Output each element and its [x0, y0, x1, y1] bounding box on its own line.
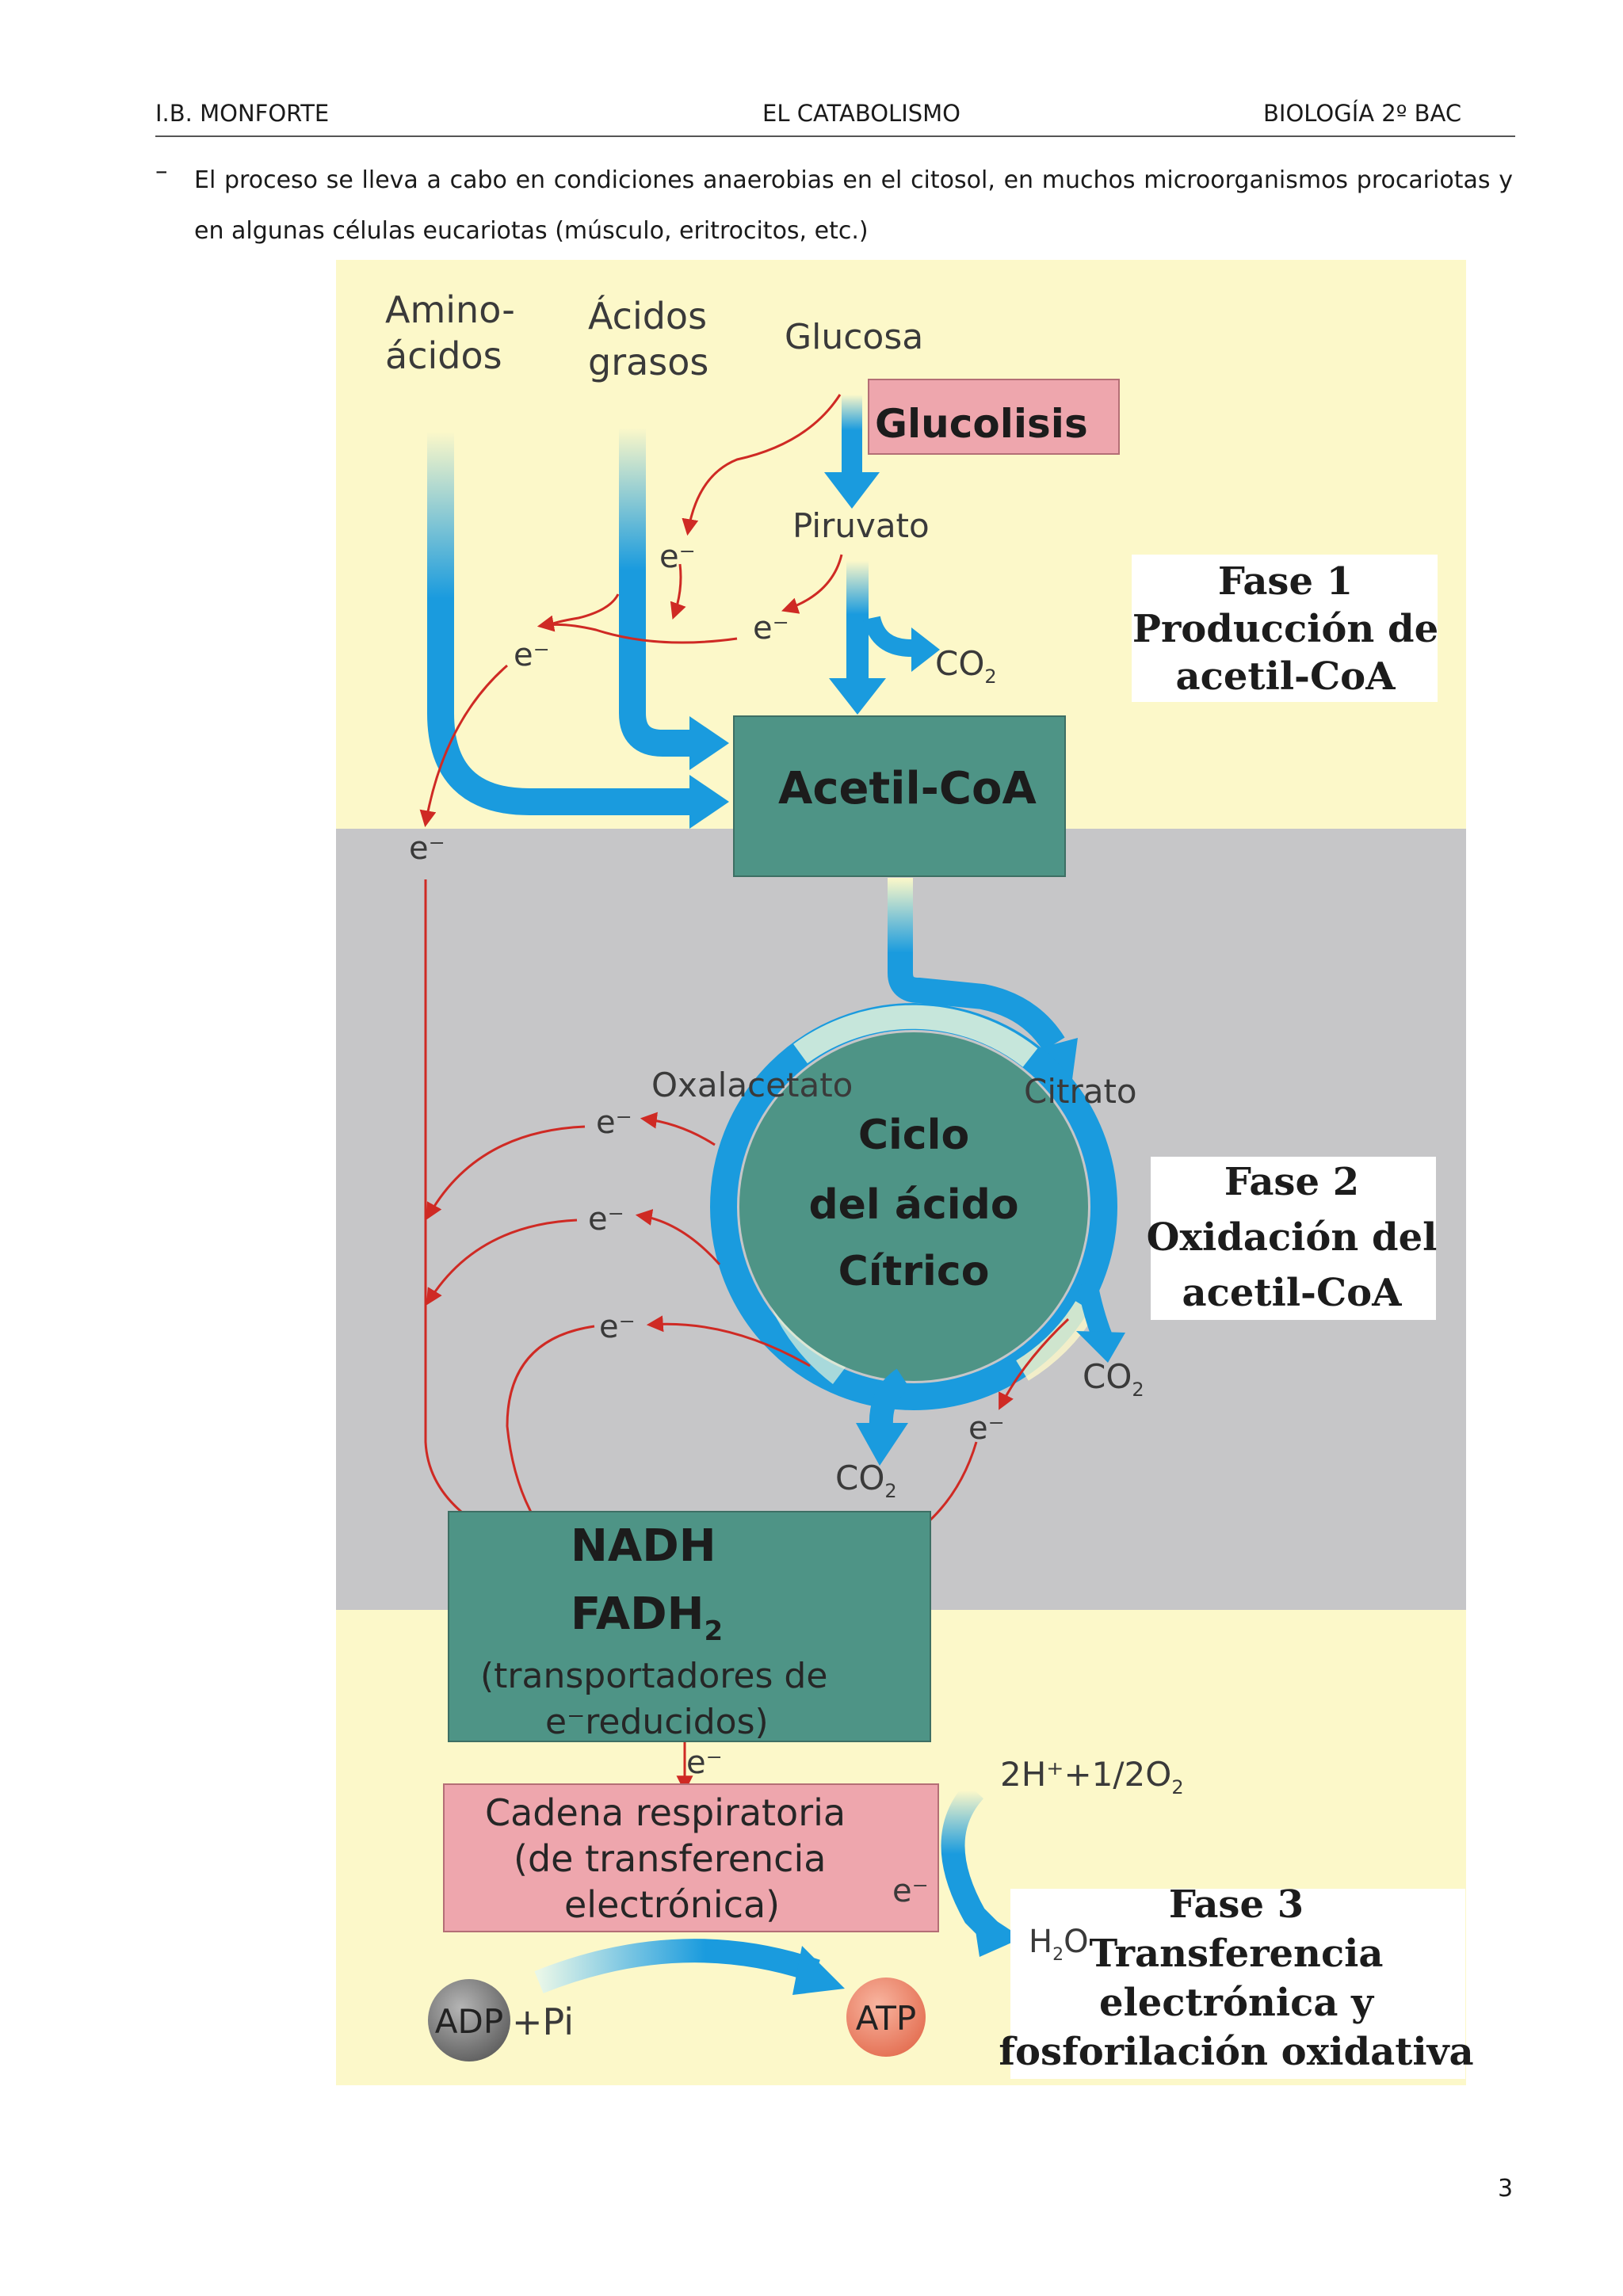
- label-cycle-2: del ácido: [808, 1181, 1018, 1229]
- label-acetyl-coa: Acetil-CoA: [778, 763, 1037, 814]
- electron-label-1: e⁻: [659, 539, 696, 575]
- phase3-label-bg: [1010, 1889, 1465, 2079]
- phase2-line2: Oxidación del: [1147, 1215, 1438, 1260]
- label-oxaloacetate: Oxalacetato: [651, 1066, 853, 1104]
- co2-release-arrow-2: [1076, 1281, 1125, 1363]
- header-rule: [155, 135, 1515, 137]
- electron-label-7: e⁻: [599, 1309, 636, 1345]
- label-glucose: Glucosa: [785, 317, 923, 357]
- electron-label-10: e⁻: [892, 1873, 929, 1909]
- phase2-title: Fase 2: [1224, 1160, 1359, 1204]
- label-fatty-2: grasos: [588, 341, 708, 383]
- phase2-line3: acetil-CoA: [1182, 1271, 1403, 1315]
- electron-label-5: e⁻: [596, 1104, 632, 1141]
- co2-label-2: CO2: [1083, 1357, 1144, 1401]
- phase3-title: Fase 3: [1169, 1882, 1304, 1927]
- electron-label-4: e⁻: [409, 830, 445, 867]
- electron-label-6: e⁻: [588, 1201, 624, 1238]
- oxygen-to-water-arrow: [941, 1782, 1022, 1957]
- label-pi: +Pi: [512, 2000, 574, 2043]
- label-pyruvate: Piruvato: [792, 506, 930, 545]
- header-topic: EL CATABOLISMO: [762, 100, 961, 127]
- label-chain-2: (de transferencia: [514, 1837, 826, 1880]
- label-fadh2: FADH2: [571, 1589, 723, 1647]
- page-number: 3: [1498, 2175, 1514, 2203]
- label-nadh: NADH: [571, 1520, 716, 1572]
- phase3-line3: electrónica y: [1099, 1981, 1375, 2025]
- phase1-label-bg: [1132, 555, 1438, 702]
- co2-label-3: CO2: [835, 1459, 897, 1502]
- label-aminoacids-2: ácidos: [385, 334, 502, 377]
- electron-label-9: e⁻: [686, 1745, 723, 1781]
- electron-label-3: e⁻: [514, 637, 550, 673]
- svg-text:CO2: CO2: [835, 1459, 897, 1502]
- label-aminoacids-1: Amino-: [385, 288, 515, 331]
- svg-text:H2O: H2O: [1029, 1924, 1089, 1965]
- header-school: I.B. MONFORTE: [155, 100, 330, 127]
- label-adp: ADP: [435, 2002, 503, 2041]
- bullet-dash: –: [155, 157, 168, 185]
- citric-cycle-core: [739, 1032, 1088, 1381]
- phase2-label-bg: [1151, 1157, 1436, 1320]
- atp-ball: [846, 1978, 926, 2057]
- co2-label-1: CO2: [935, 644, 997, 688]
- co2-release-arrow-3: [856, 1368, 911, 1466]
- label-oxygen: 2H⁺+1/2O2: [1000, 1755, 1184, 1798]
- label-chain-1: Cadena respiratoria: [485, 1791, 846, 1834]
- label-cycle-1: Ciclo: [858, 1112, 969, 1159]
- label-glycolysis: Glucolisis: [875, 401, 1088, 447]
- carriers-box: [448, 1511, 931, 1742]
- svg-text:2H⁺+1/2O2: 2H⁺+1/2O2: [1000, 1755, 1184, 1798]
- label-water: H2O: [1029, 1924, 1089, 1965]
- phase1-title: Fase 1: [1218, 559, 1353, 604]
- glycolysis-arrow: [824, 395, 880, 509]
- respiratory-chain-box: [443, 1783, 939, 1932]
- phase3-line4: fosforilación oxidativa: [999, 2030, 1473, 2074]
- phase3-line2: Transferencia: [1089, 1932, 1383, 1976]
- adp-ball: [428, 1979, 510, 2061]
- header-subject: BIOLOGÍA 2º BAC: [1263, 100, 1462, 127]
- label-carriers-desc-1: (transportadores de: [480, 1656, 827, 1696]
- fattyacid-arrow: [619, 428, 729, 770]
- electron-label-8: e⁻: [968, 1410, 1005, 1447]
- aminoacid-arrow: [427, 432, 729, 829]
- phase1-line2: Producción de: [1132, 607, 1438, 651]
- citric-cycle-ring: [710, 1003, 1117, 1410]
- label-atp: ATP: [856, 1999, 916, 2038]
- svg-text:CO2: CO2: [1083, 1357, 1144, 1401]
- label-fatty-1: Ácidos: [588, 295, 707, 338]
- intro-paragraph: El proceso se lleva a cabo en condicione…: [194, 166, 1513, 245]
- electron-label-2: e⁻: [753, 610, 789, 646]
- label-carriers-desc-2: e⁻reducidos): [545, 1702, 769, 1742]
- co2-release-arrow-1: [863, 616, 940, 672]
- label-chain-3: electrónica): [564, 1883, 780, 1926]
- label-cycle-3: Cítrico: [838, 1248, 990, 1295]
- acetyl-coa-box: [733, 715, 1066, 877]
- adp-to-atp-arrow: [534, 1939, 845, 1995]
- svg-text:CO2: CO2: [935, 644, 997, 688]
- phase1-line3: acetil-CoA: [1176, 654, 1396, 699]
- label-citrate: Citrato: [1024, 1072, 1137, 1111]
- glycolysis-box: [868, 379, 1120, 455]
- svg-text:FADH2: FADH2: [571, 1589, 723, 1647]
